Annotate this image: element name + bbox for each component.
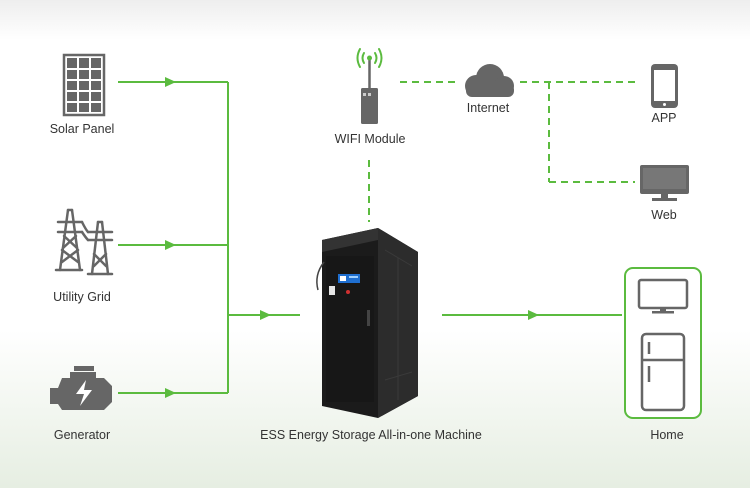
wifi-module-label: WIFI Module <box>334 132 406 146</box>
utility-grid-label: Utility Grid <box>53 290 111 304</box>
tv-icon <box>637 278 689 314</box>
engine-icon <box>50 366 112 410</box>
fridge-icon <box>640 332 686 412</box>
home-label: Home <box>650 428 684 442</box>
app-label: APP <box>651 111 677 125</box>
arrow-generator <box>165 388 176 398</box>
cloud-icon <box>465 64 514 97</box>
arrow-solar <box>165 77 176 87</box>
arrow-to-home <box>528 310 539 320</box>
router-icon <box>356 48 383 124</box>
communication-lines <box>368 81 635 222</box>
cabinet-icon <box>316 228 418 418</box>
flow-arrowheads <box>165 77 539 398</box>
ess-machine-label: ESS Energy Storage All-in-one Machine <box>260 428 482 442</box>
generator-label: Generator <box>53 428 111 442</box>
arrow-to-ess <box>260 310 271 320</box>
monitor-icon <box>640 165 689 201</box>
transmission-tower-icon <box>54 208 114 276</box>
arrow-grid <box>165 240 176 250</box>
solar-panel-icon <box>62 53 106 117</box>
phone-icon <box>651 64 678 108</box>
web-label: Web <box>651 208 677 222</box>
home-box <box>624 267 702 419</box>
internet-label: Internet <box>466 101 510 115</box>
solar-panel-label: Solar Panel <box>49 122 115 136</box>
